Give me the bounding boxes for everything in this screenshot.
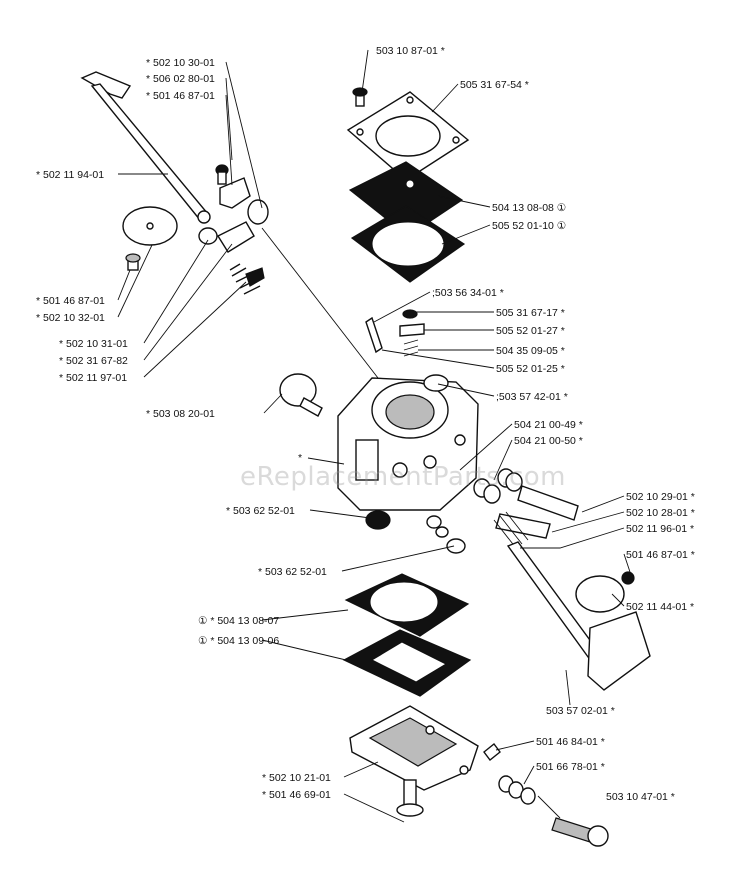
pump-cover-screw	[352, 87, 368, 107]
throttle-screw-left	[125, 253, 141, 271]
label-502-10-21-01: * 502 10 21-01	[262, 772, 331, 784]
label-502-11-44-01: 502 11 44-01 *	[626, 601, 695, 613]
idle-screw-assembly	[483, 743, 609, 847]
label-503-10-87-01: 503 10 87-01 *	[376, 45, 445, 57]
metering-diaphragm	[344, 573, 470, 637]
label-504-13-09-06: ① * 504 13 09-06	[198, 635, 280, 647]
label-505-52-01-10: 505 52 01-10 ①	[492, 220, 567, 232]
label-503-57-42-01: ;503 57 42-01 *	[496, 391, 568, 403]
label-502-10-28-01: 502 10 28-01 *	[626, 507, 695, 519]
adjuster-springs	[473, 468, 579, 549]
label-501-46-69-01: * 501 46 69-01	[262, 789, 331, 801]
label-505-31-67-17: 505 31 67-17 *	[496, 307, 565, 319]
metering-gasket	[342, 629, 472, 697]
label-501-46-87-01-left: * 501 46 87-01	[36, 295, 105, 307]
label-501-46-87-01-right: 501 46 87-01 *	[626, 549, 695, 561]
pump-cover	[346, 91, 470, 181]
label-502-11-96-01: 502 11 96-01 *	[626, 523, 695, 535]
label-502-11-94-01: * 502 11 94-01	[36, 169, 105, 181]
carburetor-body	[337, 374, 479, 511]
throttle-shaft	[80, 71, 211, 224]
leader-lines	[117, 49, 631, 823]
label-body-star: *	[298, 452, 303, 464]
label-505-52-01-25: 505 52 01-25 *	[496, 363, 565, 375]
label-503-62-52-01-b: * 503 62 52-01	[258, 566, 327, 578]
choke-shaft	[506, 541, 651, 691]
fuel-inlet	[279, 373, 323, 417]
label-503-56-34-01: ;503 56 34-01 *	[432, 287, 504, 299]
label-502-11-97-01: * 502 11 97-01	[59, 372, 128, 384]
label-502-31-67-82: * 502 31 67-82	[59, 355, 128, 367]
label-503-10-47-01: 503 10 47-01 *	[606, 791, 675, 803]
label-504-21-00-50: 504 21 00-50 *	[514, 435, 583, 447]
bottom-screw	[396, 779, 424, 817]
pump-gasket	[350, 205, 466, 283]
metering-cover	[349, 705, 479, 791]
label-504-21-00-49: 504 21 00-49 *	[514, 419, 583, 431]
throttle-plate	[122, 206, 178, 246]
label-502-10-31-01: * 502 10 31-01	[59, 338, 128, 350]
label-505-52-01-27: 505 52 01-27 *	[496, 325, 565, 337]
label-502-10-32-01: * 502 10 32-01	[36, 312, 105, 324]
throttle-spring	[229, 263, 265, 295]
label-504-13-08-08: 504 13 08-08 ①	[492, 202, 567, 214]
label-502-10-29-01: 502 10 29-01 *	[626, 491, 695, 503]
label-504-13-08-07: ① * 504 13 08-07	[198, 615, 280, 627]
label-503-62-52-01-a: * 503 62 52-01	[226, 505, 295, 517]
label-503-57-02-01: 503 57 02-01 *	[546, 705, 615, 717]
label-502-10-30-01: * 502 10 30-01	[146, 57, 215, 69]
label-501-66-78-01: 501 66 78-01 *	[536, 761, 605, 773]
throttle-lever	[198, 164, 269, 253]
watermark: eReplacementParts.com	[240, 462, 567, 492]
label-501-46-87-01-top: * 501 46 87-01	[146, 90, 215, 102]
middle-small-parts	[365, 510, 466, 554]
label-501-46-84-01: 501 46 84-01 *	[536, 736, 605, 748]
label-506-02-80-01: * 506 02 80-01	[146, 73, 215, 85]
label-505-31-67-54: 505 31 67-54 *	[460, 79, 529, 91]
needle-valve-parts	[365, 309, 425, 357]
label-504-35-09-05: 504 35 09-05 *	[496, 345, 565, 357]
label-503-08-20-01: * 503 08 20-01	[146, 408, 215, 420]
